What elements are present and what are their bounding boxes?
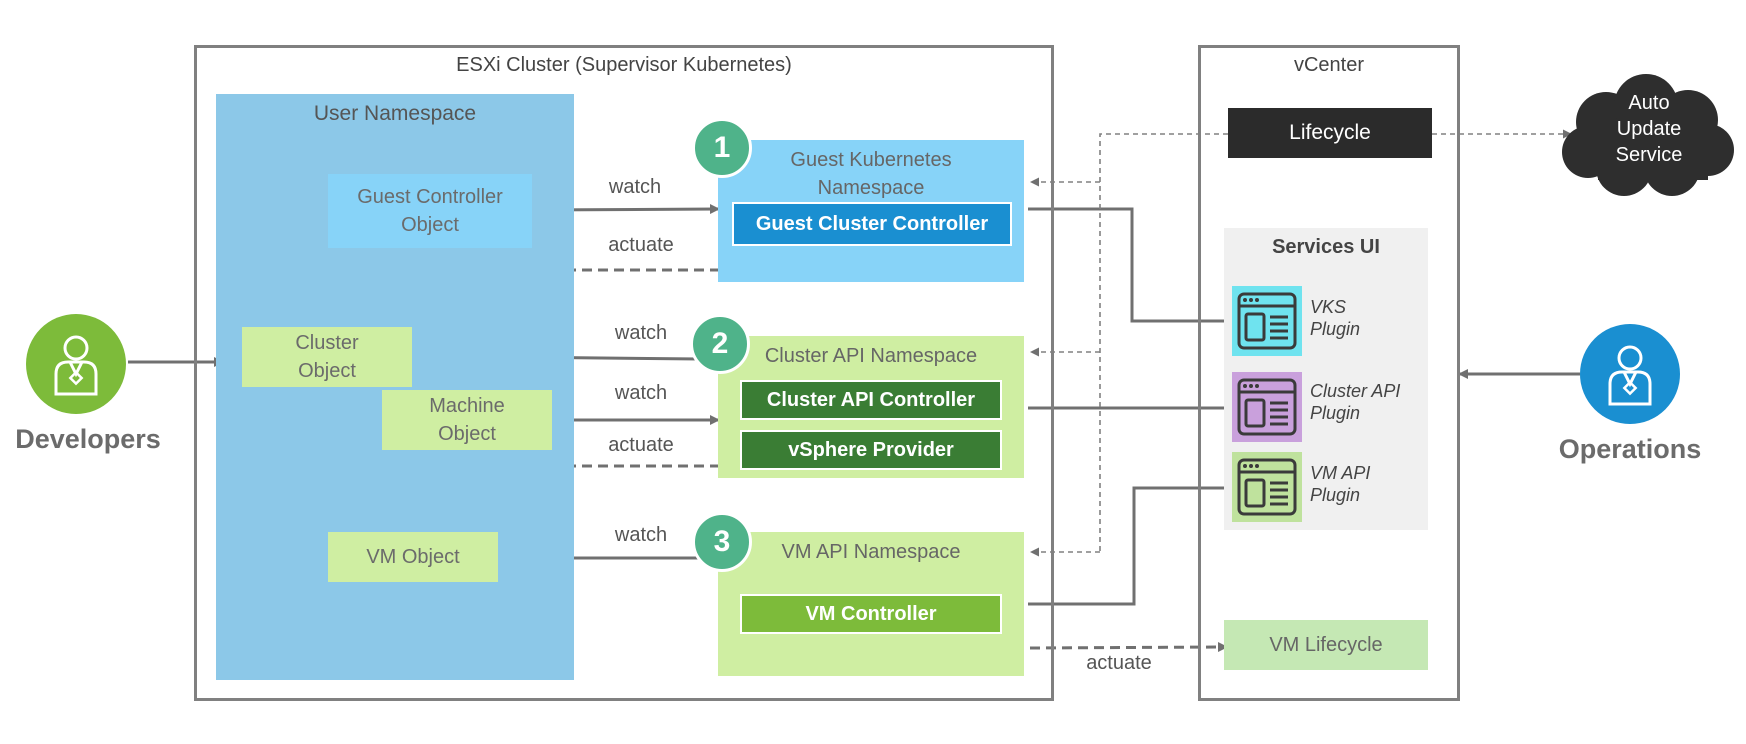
edge-label-actuate-2: actuate — [608, 434, 674, 456]
guest-ns-title-line1: Guest Kubernetes — [790, 149, 952, 171]
machine-object-line2: Object — [438, 423, 496, 445]
cluster-api-plugin-label-line2: Plugin — [1310, 403, 1361, 423]
edge-label-watch-2: watch — [614, 322, 668, 344]
vks-plugin-label: VKS Plugin — [1310, 296, 1426, 340]
auto-update-line1: Auto — [1628, 92, 1670, 114]
operations-label: Operations — [1558, 434, 1702, 464]
cluster-object-line2: Object — [298, 360, 356, 382]
edge-label-actuate-1: actuate — [608, 234, 674, 256]
auto-update-line2: Update — [1616, 118, 1682, 140]
user-namespace-title: User Namespace — [313, 102, 477, 125]
services-ui-title: Services UI — [1272, 236, 1380, 258]
browser-window-icon — [1237, 458, 1297, 516]
vm-lifecycle-box[interactable]: VM Lifecycle — [1224, 620, 1428, 670]
vm-object-label: VM Object — [366, 546, 460, 568]
lifecycle-trunk — [1099, 133, 1228, 552]
lifecycle-box[interactable]: Lifecycle — [1228, 108, 1432, 158]
cluster-api-namespace: Cluster API Namespace Cluster API Contro… — [718, 336, 1024, 478]
badge-2: 2 — [690, 314, 750, 374]
vmapi-ns-title: VM API Namespace — [781, 541, 961, 563]
vcenter-frame: vCenter — [1198, 45, 1460, 701]
vm-api-plugin-label-line2: Plugin — [1310, 485, 1361, 505]
developers-avatar[interactable] — [26, 314, 126, 414]
vks-plugin-label-line2: Plugin — [1310, 319, 1361, 339]
vm-api-plugin-label-line1: VM API — [1310, 463, 1371, 483]
auto-update-service-label: Auto Update Service — [1558, 90, 1740, 168]
guest-controller-object-line1: Guest Controller — [357, 186, 503, 208]
cluster-api-plugin-label-line1: Cluster API — [1310, 381, 1401, 401]
vcenter-title: vCenter — [1293, 54, 1365, 76]
vm-api-namespace: VM API Namespace VM Controller — [718, 532, 1024, 676]
actuate3-arrow — [1029, 642, 1228, 653]
guest-controller-object-line2: Object — [401, 214, 459, 236]
guest-cluster-controller[interactable]: Guest Cluster Controller — [732, 202, 1012, 246]
vks-plugin-label-line1: VKS — [1310, 297, 1347, 317]
badge-3: 3 — [692, 512, 752, 572]
cluster-object[interactable]: Cluster Object — [242, 327, 412, 387]
esxi-cluster-frame: ESXi Cluster (Supervisor Kubernetes) — [194, 45, 1054, 701]
machine-object[interactable]: Machine Object — [382, 390, 552, 450]
guest-ns-title: Guest Kubernetes Namespace — [718, 146, 1024, 202]
browser-window-icon — [1237, 292, 1297, 350]
esxi-cluster-title: ESXi Cluster (Supervisor Kubernetes) — [456, 54, 792, 76]
vks-plugin-link — [1028, 207, 1238, 323]
edge-label-watch-1: watch — [608, 176, 662, 198]
cluster-api-plugin-icon[interactable] — [1232, 372, 1302, 442]
person-icon — [54, 335, 98, 396]
cluster-object-line1: Cluster — [295, 332, 359, 354]
vm-api-plugin-icon[interactable] — [1232, 452, 1302, 522]
edge-label-watch-3: watch — [614, 382, 668, 404]
guest-controller-object[interactable]: Guest Controller Object — [328, 174, 532, 248]
vm-controller[interactable]: VM Controller — [740, 594, 1002, 634]
badge-1: 1 — [692, 118, 752, 178]
vm-api-plugin-label: VM API Plugin — [1310, 462, 1426, 506]
vmapi-plugin-link — [1028, 486, 1238, 606]
auto-update-line3: Service — [1615, 144, 1683, 166]
edge-label-actuate-3: actuate — [1086, 652, 1152, 674]
edge-label-watch-4: watch — [614, 524, 668, 546]
vsphere-provider[interactable]: vSphere Provider — [740, 430, 1002, 470]
browser-window-icon — [1237, 378, 1297, 436]
person-icon — [1608, 345, 1652, 406]
capi-ns-title: Cluster API Namespace — [764, 345, 978, 367]
cluster-api-plugin-label: Cluster API Plugin — [1310, 380, 1426, 424]
operations-avatar[interactable] — [1580, 324, 1680, 424]
machine-object-line1: Machine — [429, 395, 505, 417]
vks-plugin-icon[interactable] — [1232, 286, 1302, 356]
guest-ns-title-line2: Namespace — [817, 177, 925, 199]
vm-object[interactable]: VM Object — [328, 532, 498, 582]
developers-label: Developers — [15, 424, 161, 454]
guest-kubernetes-namespace: Guest Kubernetes Namespace Guest Cluster… — [718, 140, 1024, 282]
cloud-icon — [1562, 74, 1734, 196]
cluster-api-controller[interactable]: Cluster API Controller — [740, 380, 1002, 420]
auto-update-service-cloud: Auto Update Service — [1558, 70, 1740, 200]
